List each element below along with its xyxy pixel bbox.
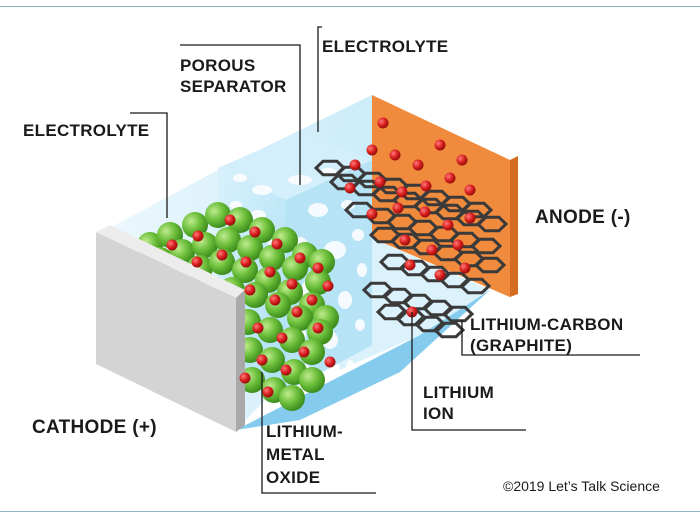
lithium-ions (166, 117, 476, 398)
lithium-ion-dot (269, 294, 281, 306)
lithium-ion-dot (262, 386, 274, 398)
oxide-sphere (205, 202, 231, 228)
oxide-sphere (209, 249, 235, 275)
cathode-plate-top (96, 225, 245, 298)
oxide-sphere (215, 227, 241, 253)
lithium-ion-dot (419, 206, 431, 218)
lithium-ion-dot (239, 372, 251, 384)
graphite-hexagon (441, 305, 475, 323)
graphite-hexagon (473, 256, 507, 274)
label-anode: ANODE (-) (535, 207, 631, 228)
oxide-sphere (299, 339, 325, 365)
oxide-sphere (232, 257, 258, 283)
label-lithium-ion: LITHIUM ION (423, 383, 495, 423)
lithium-ion-dot (291, 306, 303, 318)
cathode-plate-front (96, 232, 236, 432)
label-lithium-carbon: LITHIUM-CARBON (GRAPHITE) (470, 315, 624, 355)
lithium-ion-dot (244, 284, 256, 296)
lithium-ion-dot (434, 139, 446, 151)
lithium-ion-dot (286, 278, 298, 290)
lithium-ion-dot (399, 234, 411, 246)
copyright-credit: ©2019 Let’s Talk Science (503, 478, 660, 494)
lithium-ion-dot (306, 294, 318, 306)
lithium-ion-dot (366, 208, 378, 220)
lithium-ion-dot (456, 154, 468, 166)
lithium-ion-dot (442, 219, 454, 231)
lithium-ion-dot (324, 356, 336, 368)
label-cathode: CATHODE (+) (32, 417, 157, 438)
oxide-sphere (242, 282, 268, 308)
lithium-ion-dot (166, 239, 178, 251)
lithium-ion-dot (366, 144, 378, 156)
cathode-plate-side (236, 290, 245, 432)
anode-plate-side (510, 156, 518, 297)
lithium-ion-dot (312, 262, 324, 274)
oxide-sphere (299, 367, 325, 393)
lithium-ion-dot (389, 149, 401, 161)
lithium-ion-dot (444, 172, 456, 184)
separator-top (218, 132, 372, 200)
leader-electrolyte-left (130, 112, 168, 218)
leader-lines (130, 26, 640, 494)
lithium-ion-dot (344, 182, 356, 194)
lithium-ion-dot (256, 354, 268, 366)
graphite-hexagon (469, 237, 503, 255)
lithium-ion-dot (464, 184, 476, 196)
top-border-line (0, 6, 700, 7)
lithium-ion-dot (216, 249, 228, 261)
graphite-hexagon (458, 277, 492, 295)
graphite-hexagon (432, 321, 466, 339)
lithium-ion-dot (264, 266, 276, 278)
lithium-ion-dot (280, 364, 292, 376)
lithium-ion-dot (412, 159, 424, 171)
lithium-ion-dot (459, 262, 471, 274)
lithium-ion-dot (249, 226, 261, 238)
lithium-ion-dot (224, 214, 236, 226)
lithium-ion-dot (271, 238, 283, 250)
lithium-ion-dot (294, 252, 306, 264)
oxide-sphere (182, 212, 208, 238)
lithium-ion-dot (298, 346, 310, 358)
lithium-ion-dot (420, 180, 432, 192)
lithium-ion-dot (434, 269, 446, 281)
lithium-ion-dot (396, 186, 408, 198)
label-porous-separator: POROUS SEPARATOR (180, 56, 287, 96)
lithium-ion-dot (374, 176, 386, 188)
lithium-ion-dot (312, 322, 324, 334)
leader-lithium-ion (411, 312, 526, 431)
lithium-ion-dot (426, 244, 438, 256)
oxide-sphere (227, 207, 253, 233)
lithium-ion-dot (192, 230, 204, 242)
bottom-border-line (0, 511, 700, 512)
oxide-sphere (279, 327, 305, 353)
leader-lithium-metal-oxide (261, 372, 376, 494)
lithium-ion-dot (191, 256, 203, 268)
lithium-ion-dot (464, 212, 476, 224)
oxide-sphere (279, 385, 305, 411)
oxide-sphere (259, 245, 285, 271)
oxide-sphere (257, 317, 283, 343)
oxide-sphere (259, 347, 285, 373)
label-electrolyte-top: ELECTROLYTE (322, 37, 449, 56)
label-lithium-metal-oxide: LITHIUM- METAL OXIDE (266, 422, 343, 487)
lithium-ion-dot (452, 239, 464, 251)
lithium-ion-dot (349, 159, 361, 171)
lithium-ion-dot (276, 332, 288, 344)
oxide-sphere (237, 235, 263, 261)
lithium-ion-dot (322, 280, 334, 292)
lithium-ion-dot (252, 322, 264, 334)
leader-lithium-carbon (461, 320, 640, 356)
graphite-hexagon (475, 215, 509, 233)
lithium-ion-dot (404, 259, 416, 271)
label-electrolyte-left: ELECTROLYTE (23, 121, 150, 140)
lithium-ion-dot (240, 256, 252, 268)
lithium-ion-dot (392, 202, 404, 214)
lithium-ion-dot (377, 117, 389, 129)
leader-porous-separator (180, 44, 301, 185)
leader-electrolyte-top (317, 26, 322, 132)
